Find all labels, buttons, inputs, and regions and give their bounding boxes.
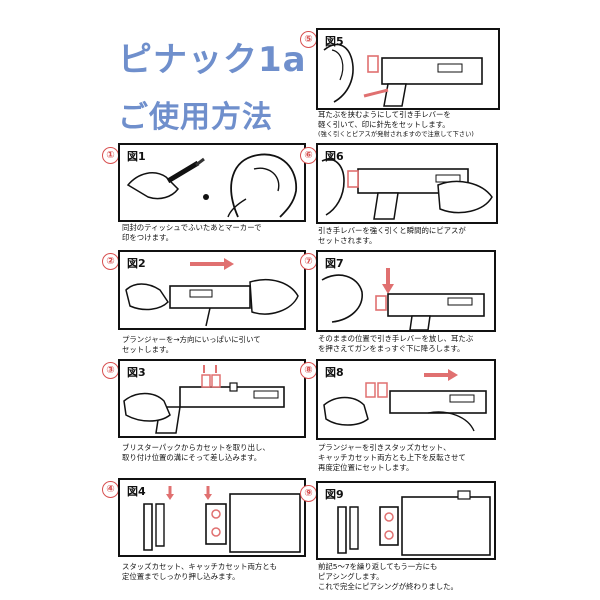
caption-line: 耳たぶを挟むようにして引き手レバーを xyxy=(318,110,451,119)
step-number: ⑧ xyxy=(300,362,317,379)
caption-line: プランジャーを引きスタッズカセット、 xyxy=(318,443,451,452)
caption-line: 印をつけます。 xyxy=(122,233,173,242)
caption-line: 取り付け位置の溝にそって差し込みます。 xyxy=(122,453,262,462)
caption-line: セットします。 xyxy=(122,345,173,354)
caption-line: 軽く引いて、印に針先をセットします。 xyxy=(318,120,450,129)
step-caption: 前記5〜7を繰り返してもう一方にも ピアシングします。 これで完全にピアシングが… xyxy=(318,562,458,592)
caption-line: 再度定位置にセットします。 xyxy=(318,463,414,472)
step-caption: スタッズカセット、キャッチカセット両方とも 定位置までしっかり押し込みます。 xyxy=(122,562,277,582)
page-subtitle: ご使用方法 xyxy=(118,100,273,135)
figure-label: 図3 xyxy=(125,364,148,380)
figure-panel: 図1 xyxy=(118,143,306,222)
caption-line: セットされます。 xyxy=(318,236,377,245)
figure-label: 図7 xyxy=(323,255,346,271)
step-caption: そのままの位置で引き手レバーを放し、耳たぶ を押さえてガンをまっすぐ下に降ろしま… xyxy=(318,334,473,354)
repeat-piercing-illustration xyxy=(337,490,491,556)
step-caption: 同封のティッシュでふいたあとマーカーで 印をつけます。 xyxy=(122,223,262,243)
earlobe-set-illustration xyxy=(323,43,483,107)
figure-panel: 図3 xyxy=(118,359,306,438)
step-number: ② xyxy=(102,253,119,270)
step-number: ⑨ xyxy=(300,485,317,502)
caption-line: プランジャーを→方向にいっぱいに引いて xyxy=(122,335,261,344)
step-number: ③ xyxy=(102,362,119,379)
page-title: ピナック1a xyxy=(118,40,307,80)
step-caption: 耳たぶを挟むようにして引き手レバーを 軽く引いて、印に針先をセットします。 (強… xyxy=(318,110,474,140)
figure-label: 図2 xyxy=(125,255,148,271)
reset-cassette-illustration xyxy=(323,369,487,432)
cassette-closeup-illustration xyxy=(143,486,301,553)
figure-panel: 図5 xyxy=(316,28,500,110)
caption-line: 引き手レバーを強く引くと瞬間的にピアスが xyxy=(318,226,466,235)
step-caption: プランジャーを引きスタッズカセット、 キャッチカセット両方とも上下を反転させて … xyxy=(318,443,466,473)
caption-note: (強く引くとピアスが発射されますので注意して下さい) xyxy=(318,131,474,138)
caption-line: 定位置までしっかり押し込みます。 xyxy=(122,572,240,581)
caption-line: を押さえてガンをまっすぐ下に降ろします。 xyxy=(318,344,465,353)
figure-label: 図9 xyxy=(323,486,346,502)
caption-line: これで完全にピアシングが終わりました。 xyxy=(318,582,458,591)
figure-panel: 図2 xyxy=(118,250,306,330)
figure-panel: 図9 xyxy=(316,481,496,560)
figure-panel: 図8 xyxy=(316,359,496,440)
step-number: ⑥ xyxy=(300,147,317,164)
figure-panel: 図4 xyxy=(118,478,306,557)
step-number: ① xyxy=(102,147,119,164)
step-caption: プランジャーを→方向にいっぱいに引いて セットします。 xyxy=(122,335,261,355)
caption-line: そのままの位置で引き手レバーを放し、耳たぶ xyxy=(318,334,474,343)
caption-line: キャッチカセット両方とも上下を反転させて xyxy=(318,453,466,462)
figure-label: 図8 xyxy=(323,364,346,380)
cassette-insert-illustration xyxy=(123,365,285,434)
pull-lever-illustration xyxy=(321,158,493,220)
caption-line: ブリスターパックからカセットを取り出し、 xyxy=(122,443,270,452)
figure-panel: 図7 xyxy=(316,250,496,332)
caption-line: 同封のティッシュでふいたあとマーカーで xyxy=(122,223,262,232)
caption-line: ピアシングします。 xyxy=(318,572,384,581)
ear-marker-illustration xyxy=(126,153,297,218)
caption-line: 前記5〜7を繰り返してもう一方にも xyxy=(318,562,438,571)
step-number: ⑦ xyxy=(300,253,317,270)
step-number: ④ xyxy=(102,481,119,498)
step-caption: 引き手レバーを強く引くと瞬間的にピアスが セットされます。 xyxy=(318,226,466,246)
step-caption: ブリスターパックからカセットを取り出し、 取り付け位置の溝にそって差し込みます。 xyxy=(122,443,270,463)
figure-panel: 図6 xyxy=(316,143,498,224)
step-number: ⑤ xyxy=(300,31,317,48)
caption-line: スタッズカセット、キャッチカセット両方とも xyxy=(122,562,278,571)
figure-label: 図4 xyxy=(125,483,148,499)
figure-label: 図1 xyxy=(125,148,148,164)
plunger-illustration xyxy=(125,258,299,327)
lower-gun-illustration xyxy=(321,268,485,330)
